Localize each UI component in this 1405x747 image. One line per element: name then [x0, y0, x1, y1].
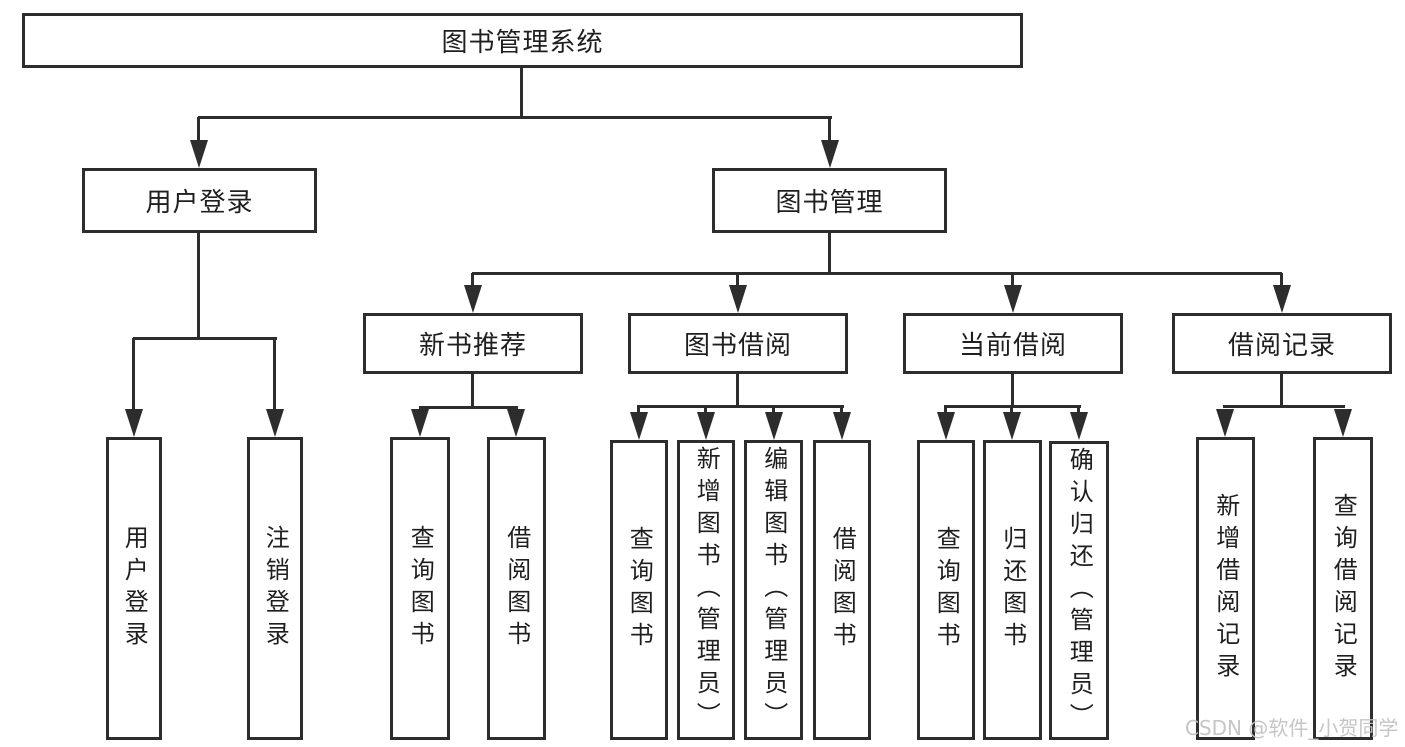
connector-rail: [419, 406, 518, 409]
connector-drop: [772, 406, 775, 413]
leaf-query-book-2: 查询图书: [610, 440, 668, 740]
leaf-label: 确认归还（管理员）: [1065, 446, 1094, 735]
node-label: 图书借阅: [683, 331, 792, 361]
leaf-return-book: 归还图书: [983, 440, 1042, 740]
arrow-down-icon: [729, 285, 747, 313]
arrow-down-icon: [266, 409, 284, 437]
node-root: 图书管理系统: [22, 13, 1023, 68]
node-book-management: 图书管理: [712, 168, 947, 233]
connector-drop: [736, 273, 739, 286]
leaf-label: 新增借阅记录: [1211, 492, 1240, 685]
connector-rail: [198, 116, 832, 119]
connector-drop: [828, 117, 831, 141]
leaf-label: 借阅图书: [828, 526, 857, 654]
leaf-query-book-1: 查询图书: [390, 437, 450, 740]
connector-drop: [471, 273, 474, 286]
arrow-down-icon: [1003, 412, 1021, 440]
node-borrow-record: 借阅记录: [1172, 313, 1392, 374]
leaf-label: 查询图书: [932, 526, 961, 654]
connector-rail: [1223, 405, 1345, 408]
leaf-borrow-book-1: 借阅图书: [487, 437, 546, 740]
connector-stem: [520, 68, 523, 117]
node-label: 图书管理系统: [441, 28, 604, 58]
leaf-edit-book-admin: 编辑图书（管理员）: [744, 440, 803, 740]
leaf-label: 用户登录: [120, 524, 149, 653]
arrow-down-icon: [630, 412, 648, 440]
leaf-user-login: 用户登录: [106, 437, 162, 740]
connector-rail: [472, 272, 1282, 275]
arrow-down-icon: [1334, 409, 1352, 437]
connector-stem: [1011, 374, 1014, 407]
leaf-add-borrow-record: 新增借阅记录: [1196, 437, 1255, 740]
leaf-label: 借阅图书: [502, 524, 531, 653]
leaf-add-book-admin: 新增图书（管理员）: [677, 440, 735, 740]
connector-rail: [133, 337, 277, 340]
arrow-down-icon: [1070, 412, 1088, 440]
leaf-label: 归还图书: [998, 526, 1027, 654]
arrow-down-icon: [125, 409, 143, 437]
node-user-login: 用户登录: [82, 168, 317, 233]
connector-drop: [944, 406, 947, 413]
leaf-label: 查询借阅记录: [1329, 492, 1358, 685]
arrow-down-icon: [821, 140, 839, 168]
connector-drop: [1280, 273, 1283, 286]
connector-stem: [828, 233, 831, 274]
arrow-down-icon: [507, 409, 525, 437]
node-label: 新书推荐: [418, 331, 527, 361]
connector-drop: [273, 338, 276, 410]
node-label: 图书管理: [775, 188, 884, 218]
arrow-down-icon: [1004, 285, 1022, 313]
connector-stem: [1280, 374, 1283, 407]
leaf-label: 编辑图书（管理员）: [759, 446, 788, 734]
arrow-down-icon: [190, 140, 208, 168]
connector-stem: [197, 233, 200, 339]
leaf-borrow-book-2: 借阅图书: [813, 440, 871, 740]
arrow-down-icon: [697, 412, 715, 440]
node-current-borrow: 当前借阅: [903, 313, 1123, 374]
leaf-label: 注销登录: [261, 524, 290, 653]
leaf-query-borrow-record: 查询借阅记录: [1313, 437, 1373, 740]
leaf-query-book-3: 查询图书: [917, 440, 975, 740]
arrow-down-icon: [937, 412, 955, 440]
leaf-logout: 注销登录: [247, 437, 303, 740]
arrow-down-icon: [464, 285, 482, 313]
connector-drop: [1077, 406, 1080, 413]
connector-drop: [637, 406, 640, 413]
connector-rail: [637, 405, 844, 408]
connector-drop: [704, 406, 707, 413]
node-new-book-recommend: 新书推荐: [363, 313, 583, 374]
connector-stem: [471, 374, 474, 408]
arrow-down-icon: [411, 409, 429, 437]
connector-drop: [197, 117, 200, 141]
connector-stem: [736, 374, 739, 407]
arrow-down-icon: [833, 412, 851, 440]
connector-drop: [1011, 273, 1014, 286]
connector-drop: [132, 338, 135, 410]
arrow-down-icon: [1273, 285, 1291, 313]
csdn-watermark: CSDN @软件_小贺同学: [1185, 716, 1399, 740]
leaf-label: 查询图书: [406, 524, 435, 653]
arrow-down-icon: [765, 412, 783, 440]
leaf-confirm-return-admin: 确认归还（管理员）: [1049, 441, 1109, 740]
leaf-label: 查询图书: [625, 526, 654, 654]
leaf-label: 新增图书（管理员）: [692, 446, 721, 734]
node-book-borrow: 图书借阅: [628, 313, 848, 374]
connector-drop: [1010, 406, 1013, 413]
arrow-down-icon: [1216, 409, 1234, 437]
node-label: 用户登录: [145, 188, 254, 218]
node-label: 当前借阅: [958, 331, 1067, 361]
node-label: 借阅记录: [1227, 331, 1336, 361]
connector-drop: [840, 406, 843, 413]
